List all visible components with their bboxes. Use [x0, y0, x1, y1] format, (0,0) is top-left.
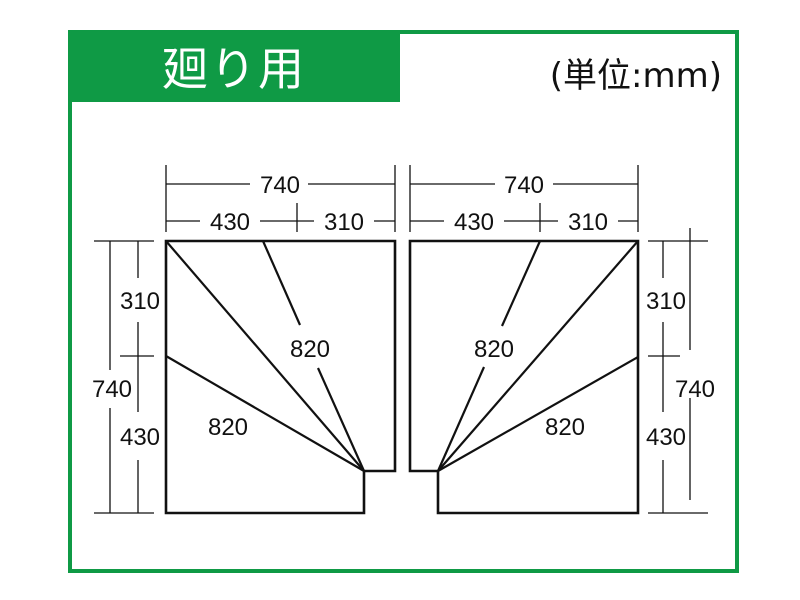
left-top-dimension: [165, 165, 396, 232]
right-diagonal-upper-label: 820: [474, 336, 514, 363]
right-side-dimension: [648, 228, 708, 514]
left-side-dimension: [94, 240, 154, 514]
left-diagonal-lower-label: 820: [208, 414, 248, 441]
page-title: 廻り用: [162, 42, 306, 96]
title-banner: 廻り用: [68, 30, 400, 102]
left-side-310-label: 310: [120, 288, 160, 315]
left-winder-lines: [165, 240, 366, 472]
right-top-total-label: 740: [504, 172, 544, 199]
right-winder-lines: [436, 240, 639, 472]
right-side-430-label: 430: [646, 424, 686, 451]
left-top-total-label: 740: [260, 172, 300, 199]
left-top-430-label: 430: [210, 209, 250, 236]
unit-label: (単位:mm): [549, 56, 722, 96]
diagram-frame: [68, 30, 739, 573]
left-top-310-label: 310: [324, 209, 364, 236]
right-diagonal-lower-label: 820: [545, 414, 585, 441]
right-top-430-label: 430: [454, 209, 494, 236]
right-top-dimension: [409, 165, 639, 232]
left-diagonal-upper-label: 820: [290, 336, 330, 363]
left-panel: [94, 165, 397, 515]
left-side-430-label: 430: [120, 424, 160, 451]
right-side-total-label: 740: [675, 376, 715, 403]
right-side-310-label: 310: [646, 288, 686, 315]
right-top-310-label: 310: [568, 209, 608, 236]
right-panel: [408, 165, 708, 515]
left-side-total-label: 740: [92, 376, 132, 403]
